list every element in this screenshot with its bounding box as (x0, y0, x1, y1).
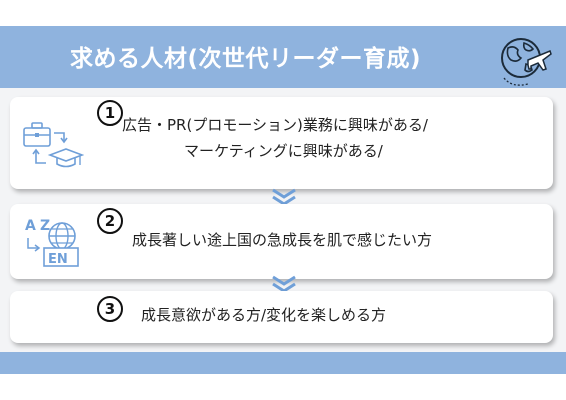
item-1-line-1: 広告・PR(プロモーション)業務に興味がある/ (122, 116, 428, 134)
svg-text:Z: Z (40, 218, 50, 234)
item-number-1: 1 (97, 100, 123, 126)
requirement-card-3: 3 成長意欲がある方/変化を楽しめる方 (10, 291, 553, 343)
footer-band (0, 352, 566, 374)
language-translation-icon: A Z EN (25, 218, 79, 267)
item-number-2: 2 (97, 208, 123, 234)
svg-text:A: A (25, 218, 36, 234)
page-title: 求める人材(次世代リーダー育成) (70, 46, 422, 72)
item-1-line-2: マーケティングに興味がある/ (184, 142, 383, 160)
bottom-margin (0, 374, 566, 400)
header-banner: 求める人材(次世代リーダー育成) (0, 26, 566, 88)
top-margin (0, 0, 566, 26)
briefcase-graduation-icon (23, 122, 84, 168)
requirement-card-2: A Z EN 2 成長著しい途上国の急成長を肌で感じたい方 (10, 204, 553, 279)
requirement-card-1: 1 広告・PR(プロモーション)業務に興味がある/ マーケティングに興味がある/ (10, 97, 553, 189)
item-number-3: 3 (97, 296, 123, 322)
item-3-text: 成長意欲がある方/変化を楽しめる方 (141, 306, 387, 324)
item-2-text: 成長著しい途上国の急成長を肌で感じたい方 (132, 231, 433, 249)
svg-text:EN: EN (48, 252, 68, 267)
globe-airplane-icon (501, 38, 552, 86)
